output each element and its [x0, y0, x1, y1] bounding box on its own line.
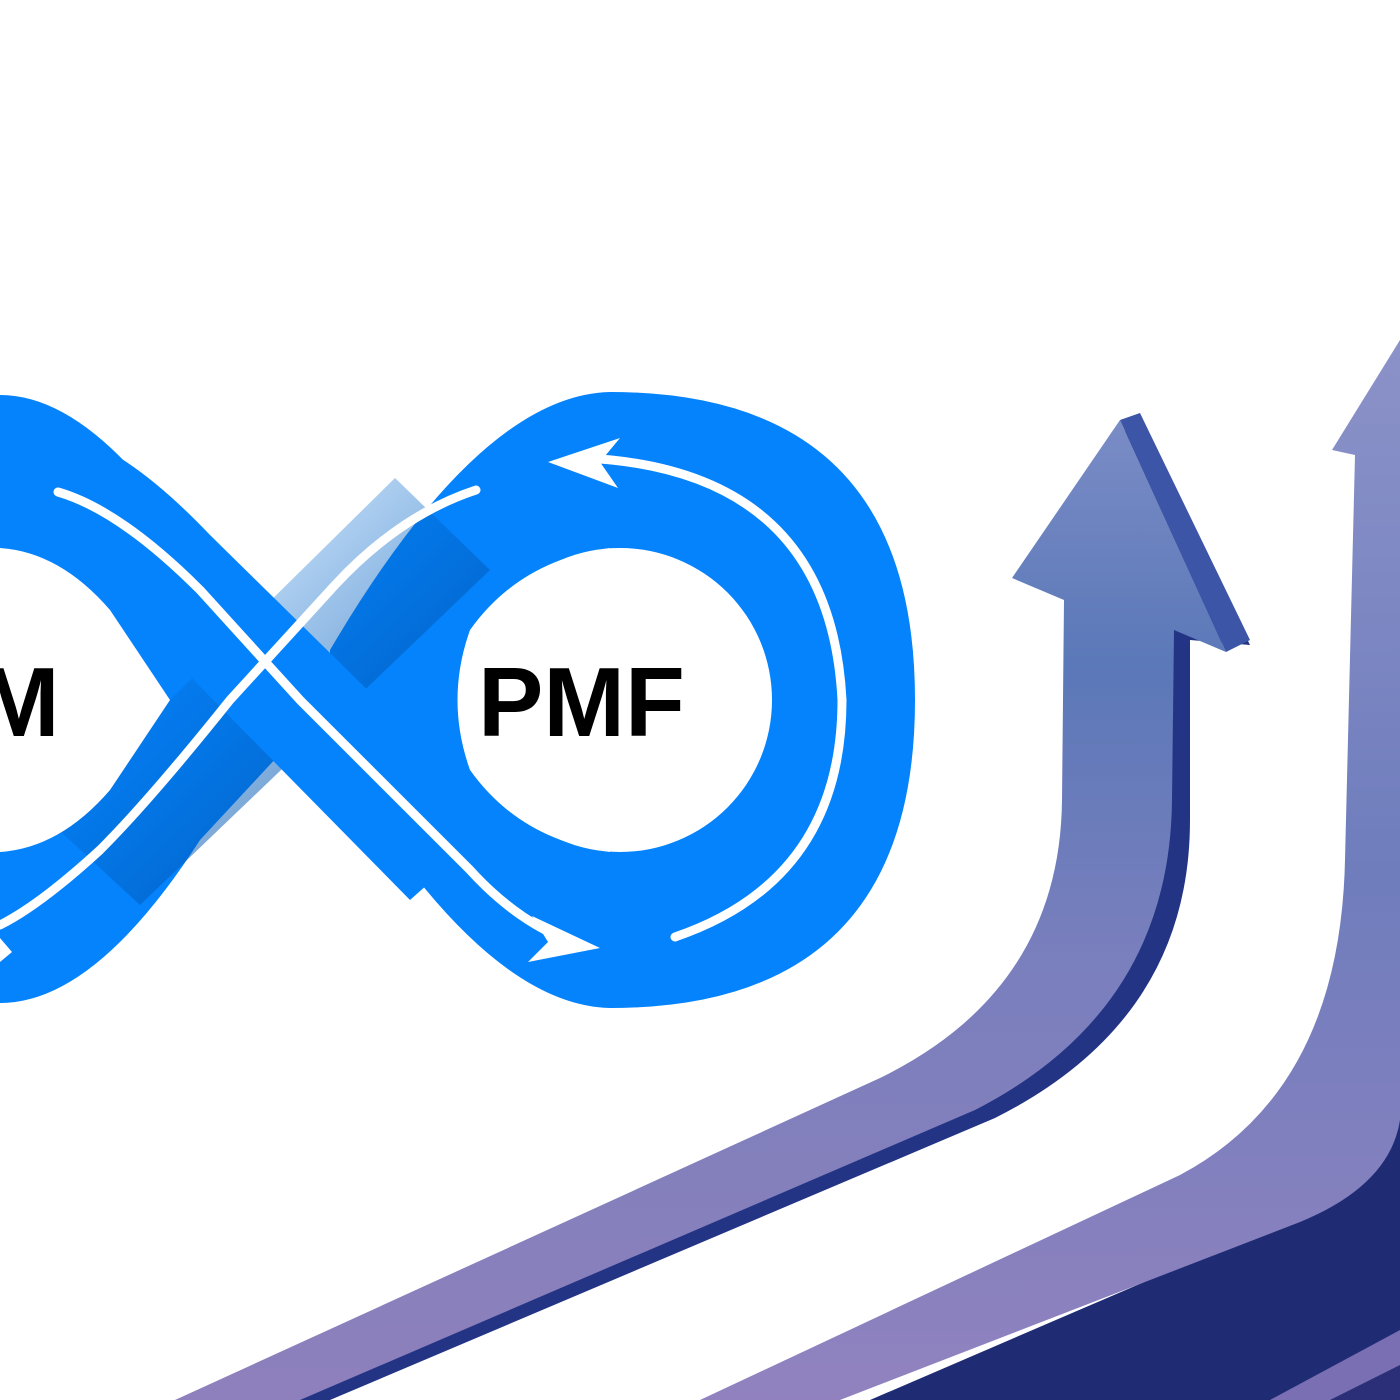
loop-left-hole	[0, 548, 170, 852]
loop-band-front	[0, 430, 500, 900]
flow-arrow-icon	[548, 438, 620, 488]
infinity-loop-icon: M PMF	[0, 392, 915, 1008]
flow-arrow-icon	[0, 938, 12, 962]
growth-arrow-face	[175, 420, 1226, 1400]
flow-line-right-arc	[580, 453, 847, 942]
growth-arrow-edge	[1330, 1365, 1400, 1400]
loop-right-hole-neck	[457, 548, 610, 852]
growth-arrow-icon	[870, 1060, 1400, 1400]
flow-arrow-icon	[528, 916, 600, 962]
loop-left-label: M	[0, 647, 60, 757]
flow-line-crossing-2	[0, 485, 481, 930]
flow-line-crossing-1	[53, 487, 585, 950]
growth-arrow-head-bevel	[1120, 413, 1250, 652]
loop-right-label: PMF	[478, 647, 685, 757]
